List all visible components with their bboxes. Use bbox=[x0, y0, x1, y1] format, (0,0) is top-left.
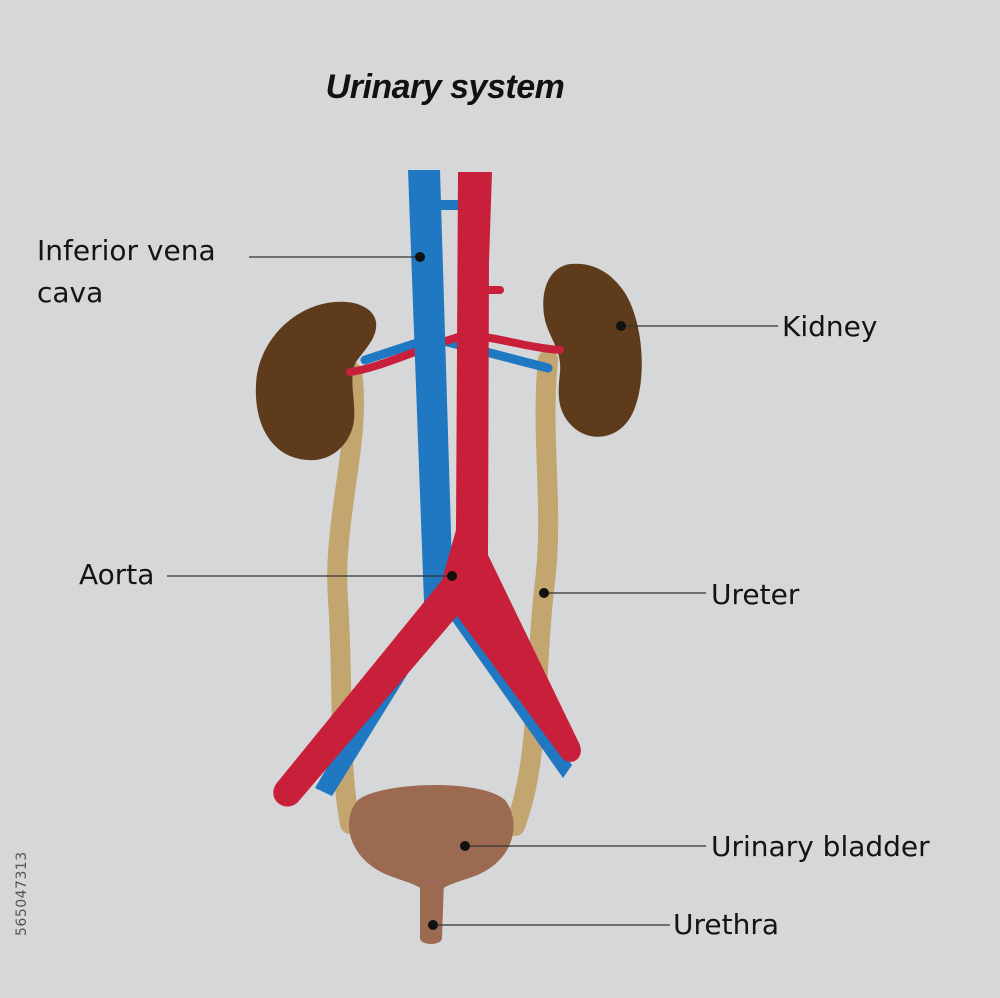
label-urethra: Urethra bbox=[673, 908, 780, 941]
right-kidney bbox=[543, 263, 642, 437]
label-ivc-line1: Inferior vena bbox=[37, 234, 216, 267]
urethra bbox=[420, 880, 444, 944]
label-ivc-line2: cava bbox=[37, 276, 104, 309]
label-aorta: Aorta bbox=[79, 558, 155, 591]
label-urinary-bladder: Urinary bladder bbox=[711, 830, 930, 863]
label-ureter: Ureter bbox=[711, 578, 800, 611]
inferior-vena-cava bbox=[315, 170, 572, 796]
left-kidney bbox=[255, 301, 377, 461]
label-inferior-vena-cava: Inferior vena cava bbox=[37, 230, 216, 314]
label-kidney: Kidney bbox=[782, 310, 878, 343]
ivc-junction bbox=[440, 200, 460, 210]
leader-lines bbox=[167, 256, 778, 926]
urinary-bladder bbox=[348, 784, 514, 900]
aorta bbox=[273, 172, 581, 807]
stock-id: 565047313 bbox=[14, 851, 30, 936]
leader-dots bbox=[415, 252, 626, 930]
diagram-title: Urinary system bbox=[325, 68, 565, 106]
